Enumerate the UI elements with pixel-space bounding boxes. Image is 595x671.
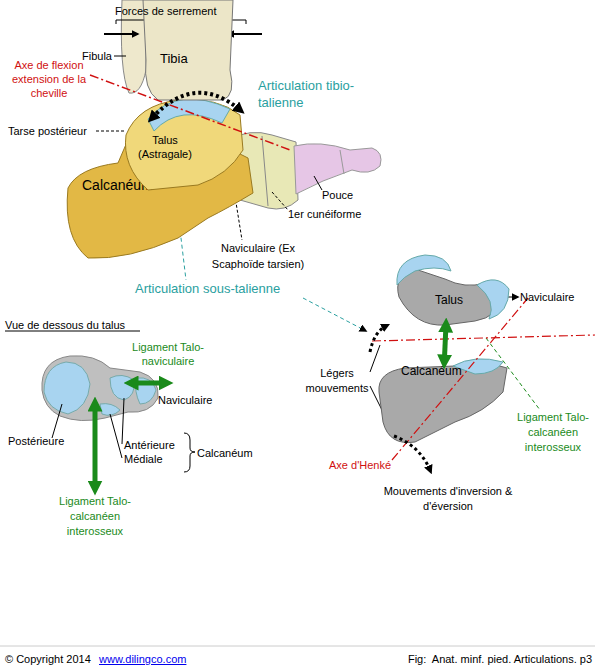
- leader-line: [314, 176, 322, 190]
- facet-name: Antérieure: [124, 438, 184, 452]
- leader-line: [370, 345, 380, 372]
- joint-label: Articulation tibio-talienne: [258, 77, 368, 111]
- part-name: Fibula: [82, 49, 122, 63]
- metatarsal-bone: [294, 144, 381, 194]
- ligament-label: Ligament Talo-calcanéen interosseux: [45, 494, 145, 539]
- part-name: Pouce: [322, 188, 362, 202]
- leader-line: [96, 131, 124, 132]
- force-arrow: [104, 33, 138, 35]
- part-name: Naviculaire (Ex Scaphoïde tarsien): [196, 240, 320, 272]
- bone-shape: [385, 255, 510, 325]
- bone-outline: [398, 269, 503, 325]
- bone-name: Talus: [435, 293, 485, 307]
- bone-outline: [397, 255, 451, 285]
- bone-outline: [340, 150, 344, 174]
- facet-name: Postérieure: [8, 434, 78, 448]
- axis-label: Axe de flexion extension de la cheville: [6, 58, 92, 100]
- view-title: Vue de dessous du talus: [5, 318, 155, 332]
- bone-name: Calcanéum: [401, 364, 481, 378]
- ligament-arrow: [131, 381, 166, 386]
- part-name: Tarse postérieur: [8, 124, 98, 138]
- motion-label: Légers mouvements: [300, 366, 374, 396]
- bone-outline: [67, 125, 253, 259]
- joint-label: Articulation sous-talienne: [135, 282, 335, 296]
- leader-line: [272, 192, 288, 210]
- bone-outline: [477, 280, 509, 319]
- force-arrow: [228, 33, 262, 35]
- facet: [110, 375, 134, 400]
- talus-bone: Talus (Astragale): [118, 95, 243, 190]
- ligament-arrow: [93, 404, 98, 488]
- leader-line: [114, 56, 126, 57]
- bone-name: Tibia: [160, 52, 220, 66]
- part-name: 1er cunéiforme: [288, 207, 368, 221]
- ligament-arrow: [444, 325, 446, 362]
- part-name: Naviculaire: [158, 393, 228, 407]
- talus-underside: [42, 356, 158, 421]
- bone-name: Talus (Astragale): [134, 133, 196, 161]
- part-name: Naviculaire: [520, 290, 590, 304]
- motion-arc: [370, 326, 386, 352]
- ligament-label: Ligament Talo-naviculaire: [122, 340, 214, 368]
- bone-outline: [148, 99, 230, 131]
- website-link: www.dilingco.com: [99, 652, 209, 666]
- bone-outline: [379, 363, 507, 442]
- leader-line: [122, 398, 124, 444]
- leader-line: [110, 414, 122, 458]
- talus-bone: Talus: [385, 255, 510, 325]
- axis-label: Axe d'Henké: [329, 458, 409, 472]
- motion-label: Mouvements d'inversion & d'éversion: [380, 484, 516, 514]
- part-name: Calcanéum: [197, 446, 267, 460]
- bracket: [184, 433, 195, 472]
- bone-outline: [262, 136, 268, 206]
- footer-rule: [0, 646, 595, 647]
- facet: [44, 362, 90, 414]
- bone-shape: [118, 95, 243, 190]
- figure-ref: Fig: Anat. minf. pied. Articulations. p3: [370, 652, 592, 666]
- facet: [136, 378, 157, 404]
- copyright: © Copyright 2014: [5, 652, 100, 666]
- force-label: Forces de serrement: [115, 4, 255, 18]
- leader-line: [303, 298, 366, 331]
- facet: [100, 404, 120, 416]
- calcaneum-bone: Calcanéum: [375, 362, 510, 445]
- facet-name: Médiale: [124, 452, 184, 466]
- ligament-label: Ligament Talo-calcanéen interosseux: [512, 410, 594, 455]
- leader-line: [52, 404, 62, 438]
- axis-line: [372, 335, 595, 341]
